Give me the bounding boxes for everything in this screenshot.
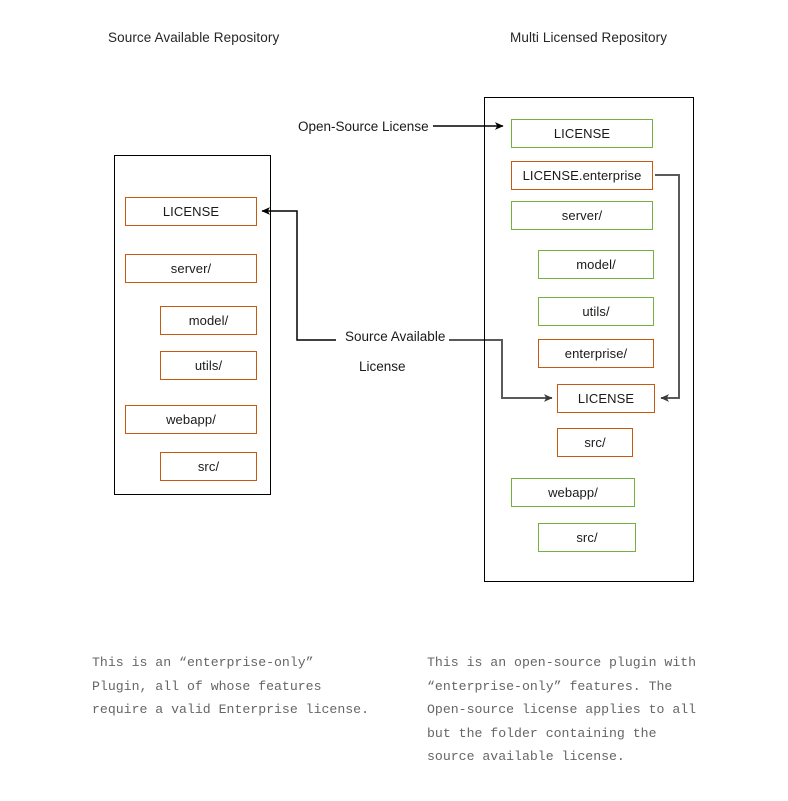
right-node-webapp[interactable]: webapp/ xyxy=(511,478,635,507)
connector-label-source-available-line1: Source Available xyxy=(341,330,450,344)
left-node-src[interactable]: src/ xyxy=(160,452,257,481)
right-repository-title: Multi Licensed Repository xyxy=(510,30,668,45)
connector-label-source-available-line2: License xyxy=(355,360,410,374)
right-node-enterprise[interactable]: enterprise/ xyxy=(538,339,654,368)
left-node-utils[interactable]: utils/ xyxy=(160,351,257,380)
connector-license-enterprise-to-license xyxy=(655,174,680,402)
right-node-utils[interactable]: utils/ xyxy=(538,297,654,326)
right-node-server[interactable]: server/ xyxy=(511,201,653,230)
connector-label-open-source-license: Open-Source License xyxy=(294,120,433,134)
connector-source-available-to-left-license xyxy=(261,207,336,341)
left-node-server[interactable]: server/ xyxy=(125,254,257,283)
right-node-license[interactable]: LICENSE xyxy=(511,119,653,148)
left-node-model[interactable]: model/ xyxy=(160,306,257,335)
connector-source-available-to-right-license xyxy=(440,339,553,402)
right-repository-caption: This is an open-source plugin with “ente… xyxy=(427,655,697,764)
left-repository-title: Source Available Repository xyxy=(108,30,280,45)
left-node-webapp[interactable]: webapp/ xyxy=(125,405,257,434)
left-repository-container xyxy=(114,155,271,495)
right-node-enterprise-src[interactable]: src/ xyxy=(557,428,633,457)
right-node-model[interactable]: model/ xyxy=(538,250,654,279)
left-repository-caption: This is an “enterprise-only” Plugin, all… xyxy=(92,655,369,717)
right-node-webapp-src[interactable]: src/ xyxy=(538,523,636,552)
right-node-enterprise-license[interactable]: LICENSE xyxy=(557,384,655,413)
left-node-license[interactable]: LICENSE xyxy=(125,197,257,226)
right-node-license-enterprise[interactable]: LICENSE.enterprise xyxy=(511,161,653,190)
right-repository-container xyxy=(484,97,694,582)
